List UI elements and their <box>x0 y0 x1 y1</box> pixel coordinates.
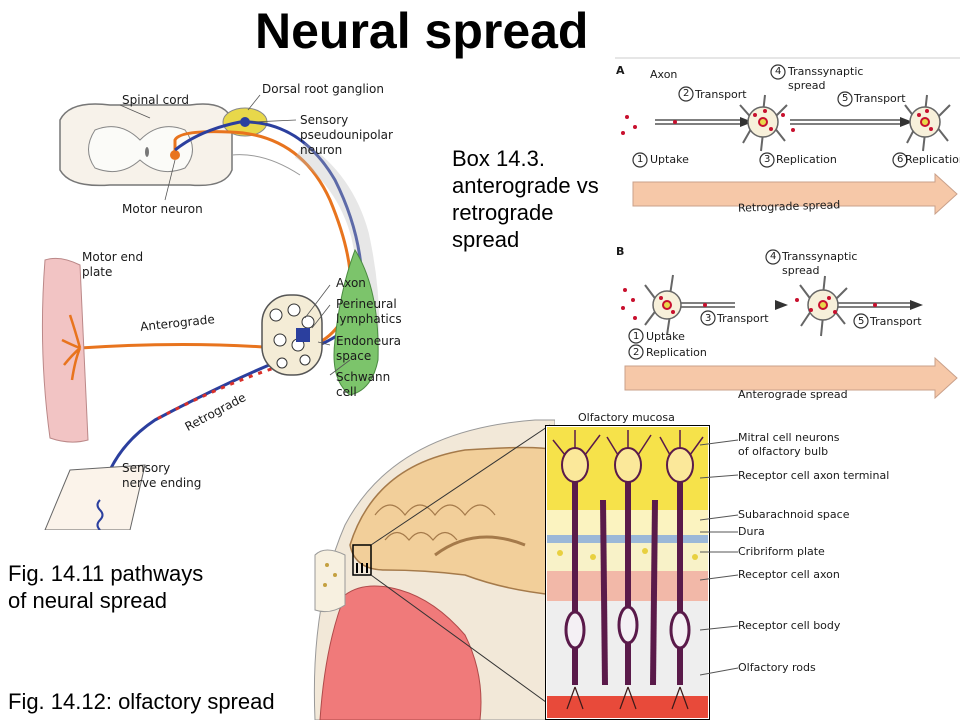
panel-a-axon: Axon <box>650 68 678 81</box>
olfactory-pointers <box>700 439 739 676</box>
retrograde-arrow <box>632 172 958 216</box>
label-olfactory-rods: Olfactory rods <box>738 661 816 674</box>
panel-b-diagram <box>621 249 958 400</box>
label-subarachnoid: Subarachnoid space <box>738 508 850 521</box>
panel-a-num-5: 5 <box>842 93 849 104</box>
panel-a-transport-2: Transport <box>695 88 747 101</box>
label-olfactory-mucosa: Olfactory mucosa <box>578 411 675 424</box>
label-perineural-2: lymphatics <box>336 312 402 326</box>
label-mitral-2: of olfactory bulb <box>738 445 829 458</box>
panel-b-num-5: 5 <box>858 316 865 327</box>
label-sensory-neuron-1: Sensory <box>300 113 349 127</box>
label-spinal-cord: Spinal cord <box>122 93 189 107</box>
fig-14-11-caption-line-2: of neural spread <box>8 588 167 613</box>
label-receptor-cell-axon: Receptor cell axon <box>738 568 840 581</box>
box-caption: Box 14.3. anterograde vs retrograde spre… <box>452 145 599 253</box>
label-dura: Dura <box>738 525 765 538</box>
panel-b-transsynaptic-2: spread <box>782 264 820 277</box>
label-axon: Axon <box>336 276 366 290</box>
olfactory-detail-diagram <box>545 425 710 720</box>
page-title: Neural spread <box>255 3 589 59</box>
head-sagittal-diagram <box>313 419 555 720</box>
sensory-ending <box>96 499 104 530</box>
panel-a-replication-3: Replication <box>776 153 837 166</box>
label-motor-neuron: Motor neuron <box>122 202 203 216</box>
panel-b-num-3: 3 <box>705 313 712 324</box>
neuron-body-b2 <box>799 275 848 337</box>
label-motor-end-plate-2: plate <box>82 265 113 279</box>
box-caption-line-1: Box 14.3. <box>452 146 545 171</box>
label-endoneural-1: Endoneura <box>336 334 402 348</box>
panel-a-num-4: 4 <box>775 66 782 77</box>
anterograde-arrow <box>624 356 958 400</box>
panel-b-transport-3: Transport <box>717 312 769 325</box>
neuron-body-2 <box>904 94 951 152</box>
label-dorsal-root-ganglion: Dorsal root ganglion <box>262 82 384 96</box>
panel-a-num-3: 3 <box>764 154 771 165</box>
panel-a-num-1: 1 <box>637 154 644 165</box>
fig-14-12-caption: Fig. 14.12: olfactory spread <box>8 689 275 714</box>
panel-b-num-4: 4 <box>770 251 777 262</box>
label-schwann-1: Schwann <box>336 370 391 384</box>
neural-pathway-diagram <box>41 94 380 530</box>
panel-a-diagram <box>615 57 960 216</box>
label-sensory-ending-1: Sensory <box>122 461 171 475</box>
muscle <box>41 257 89 443</box>
panel-b-num-2: 2 <box>633 347 640 358</box>
panel-b-arrow-label: Anterograde spread <box>738 388 848 401</box>
label-cribriform: Cribriform plate <box>738 545 825 558</box>
virus-particles-a <box>621 109 933 135</box>
box-caption-line-3: retrograde <box>452 200 554 225</box>
olfactory-zoom-box <box>352 544 372 576</box>
label-sensory-ending-2: nerve ending <box>122 476 202 490</box>
brain <box>349 446 555 596</box>
label-receptor-cell-body: Receptor cell body <box>738 619 841 632</box>
panel-b-transsynaptic-1: Transsynaptic <box>782 250 858 263</box>
panel-b-letter: B <box>616 245 625 258</box>
panel-a-num-6: 6 <box>897 154 904 165</box>
panel-b-transport-5: Transport <box>870 315 922 328</box>
label-receptor-axon-terminal: Receptor cell axon terminal <box>738 469 890 482</box>
fig-14-11-caption: Fig. 14.11 pathways of neural spread <box>8 560 203 614</box>
panel-a-letter: A <box>616 64 625 77</box>
panel-b-replication: Replication <box>646 346 707 359</box>
label-perineural-1: Perineural <box>336 297 397 311</box>
label-mitral-1: Mitral cell neurons <box>738 431 840 444</box>
virus-particles-b <box>621 288 877 320</box>
schwann-sheath <box>333 248 379 396</box>
panel-a-uptake: Uptake <box>650 153 689 166</box>
panel-a-transsynaptic-2: spread <box>788 79 826 92</box>
neuron-body-b1 <box>644 274 682 336</box>
panel-a-transport-5: Transport <box>854 92 906 105</box>
box-caption-line-4: spread <box>452 227 520 252</box>
label-endoneural-2: space <box>336 349 372 363</box>
ventral-root <box>231 154 301 176</box>
label-motor-end-plate-1: Motor end <box>82 250 144 264</box>
label-schwann-2: cell <box>336 385 357 399</box>
panel-a-transsynaptic-1: Transsynaptic <box>788 65 864 78</box>
label-sensory-neuron-3: neuron <box>300 143 343 157</box>
box-caption-line-2: anterograde vs <box>452 173 599 198</box>
motor-end-plate <box>61 314 82 381</box>
skin-patch <box>44 464 146 530</box>
panel-a-num-2: 2 <box>683 88 690 99</box>
grey-matter <box>88 126 193 173</box>
panel-a-replication-6: Replication <box>905 153 960 166</box>
fig-14-11-caption-line-1: Fig. 14.11 pathways <box>8 561 204 586</box>
central-canal <box>145 147 149 157</box>
panel-b-uptake: Uptake <box>646 330 685 343</box>
panel-b-num-1: 1 <box>633 331 640 342</box>
nerve-cross-section <box>261 294 323 376</box>
label-sensory-neuron-2: pseudounipolar <box>300 128 393 142</box>
